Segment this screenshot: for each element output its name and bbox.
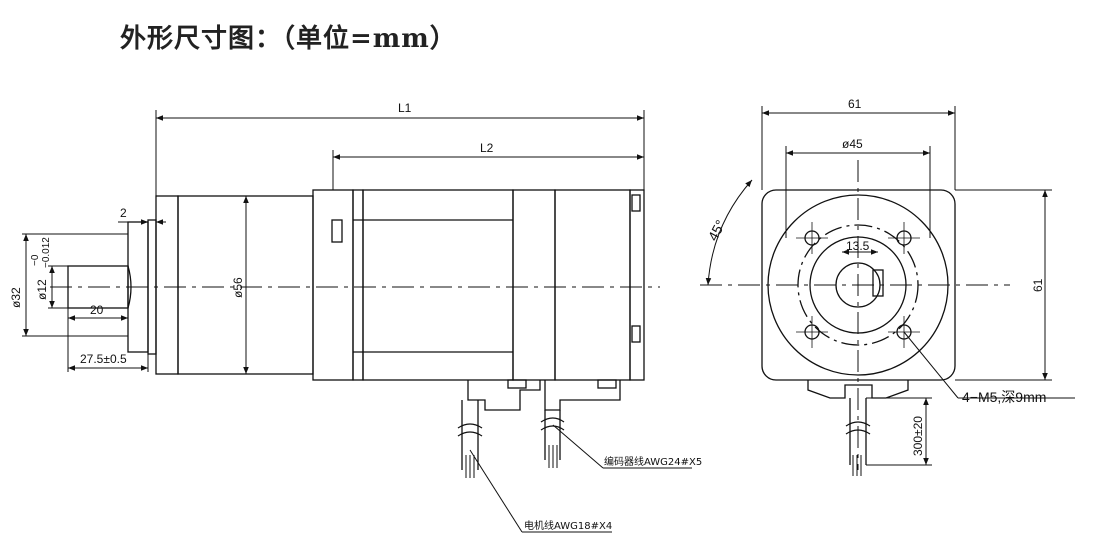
dim-center: 13.5 [846,239,870,253]
dim-L2: L2 [480,141,494,155]
dim-bolt-circle: ø45 [842,137,863,151]
wire-leaders [469,424,692,533]
front-view-dimensions [705,106,1075,466]
side-view [50,189,660,478]
front-view [700,160,1010,476]
dim-flange-thickness: 2 [120,206,127,220]
rear-cap [629,189,645,381]
dim-front-height: 61 [1031,278,1045,292]
dim-cable-length: 300±20 [911,416,925,456]
power-wire-label: 电机线AWG18#X4 [524,519,612,532]
dim-body-dia: ø56 [231,277,245,298]
dim-tol-lower: −0.012 [41,237,52,268]
page-title: 外形尺寸图：（单位=mm） [120,24,457,54]
dim-key-length: 20 [90,303,104,317]
dim-L1: L1 [398,101,412,115]
gear-flange [155,195,179,375]
dim-angle: 45° [705,217,729,243]
dim-shaft-inner-dia: ø12 [35,279,49,300]
dim-front-width: 61 [848,97,862,111]
dim-hole-spec: 4−M5,深9mm [962,389,1046,405]
dim-tol-upper: −0 [30,254,41,266]
dim-shaft-dia: ø32 [9,287,23,308]
side-view-dimensions [22,110,645,374]
encoder-wire-label: 编码器线AWG24#X5 [604,455,702,468]
dim-shaft-length: 27.5±0.5 [80,352,127,366]
encoder-body [554,189,631,381]
motor-front-cap [312,189,354,381]
